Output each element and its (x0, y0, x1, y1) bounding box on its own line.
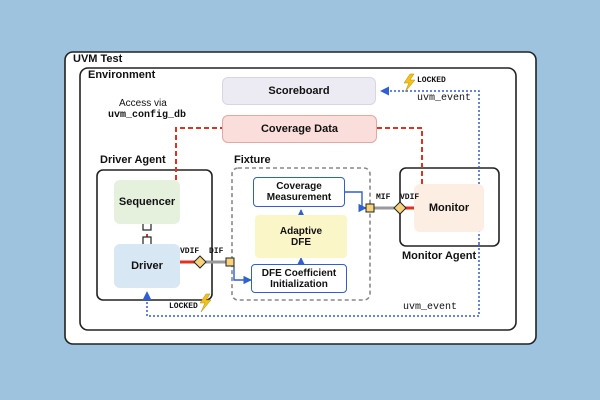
port-dif: DIF (209, 247, 224, 256)
monitor-interface (365, 201, 414, 215)
locked-label-top: LOCKED (417, 76, 446, 85)
coverage-measurement-block: Coverage Measurement (253, 177, 345, 207)
scoreboard-block: Scoreboard (222, 77, 376, 105)
driver-block: Driver (114, 244, 180, 288)
driver-interface (180, 255, 235, 269)
lightning-icon (403, 73, 416, 93)
uvm-test-title: UVM Test (73, 53, 123, 65)
dfe-init-line1: DFE Coefficient (261, 267, 337, 279)
port-vdif-monitor: VDIF (400, 193, 420, 202)
uvm-event-label-top: uvm_event (417, 93, 472, 104)
locked-label-bottom: LOCKED (169, 302, 198, 311)
adaptive-dfe-line1: Adaptive (279, 225, 323, 237)
adaptive-dfe-block: Adaptive DFE (255, 215, 347, 258)
coverage-data-block: Coverage Data (222, 115, 377, 143)
adaptive-dfe-line2: DFE (291, 236, 311, 248)
port-mif: MIF (376, 193, 391, 202)
fixture-title: Fixture (234, 154, 271, 166)
port-vdif-driver: VDIF (180, 247, 200, 256)
access-note-line2: uvm_config_db (108, 110, 187, 121)
coverage-measurement-line1: Coverage (276, 181, 322, 192)
lightning-icon (199, 293, 212, 313)
driver-agent-title: Driver Agent (100, 154, 166, 166)
dfe-init-line2: Initialization (270, 278, 328, 290)
monitor-block: Monitor (414, 184, 484, 232)
environment-title: Environment (88, 69, 156, 81)
coverage-measurement-line2: Measurement (266, 192, 332, 203)
dfe-coefficient-init-block: DFE Coefficient Initialization (251, 264, 347, 293)
uvm-event-connections (142, 86, 480, 317)
fixture-arrows (233, 191, 367, 285)
sequencer-block: Sequencer (114, 180, 180, 224)
uvm-event-label-bottom: uvm_event (403, 302, 458, 313)
access-note-line1: Access via (119, 98, 167, 109)
config-db-connections (175, 127, 423, 184)
monitor-agent-title: Monitor Agent (402, 250, 477, 262)
